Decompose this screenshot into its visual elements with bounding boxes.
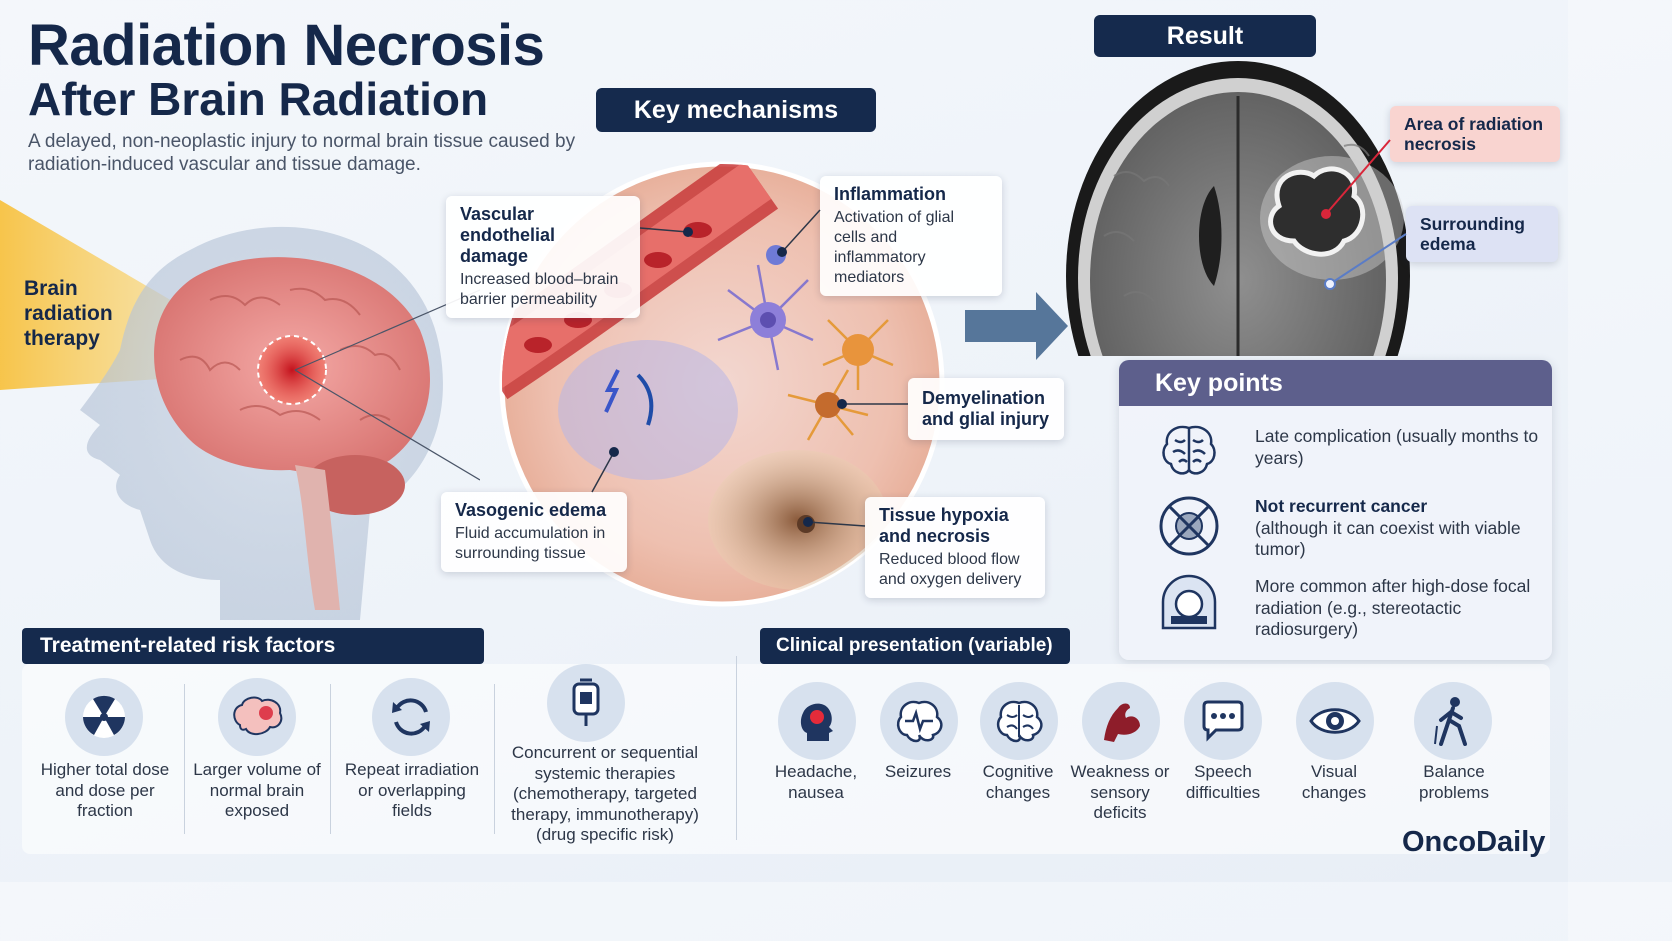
therapy-label: Brain radiation therapy xyxy=(24,277,113,350)
clinical-label-speech: Speech difficulties xyxy=(1185,762,1261,802)
key-mechanisms-header: Key mechanisms xyxy=(596,88,876,132)
risk-label-systemic: Concurrent or sequential systemic therap… xyxy=(511,743,699,844)
risk-factors-header: Treatment-related risk factors xyxy=(22,628,484,664)
inflammation-title: Inflammation xyxy=(834,184,947,204)
head-brain-illustration xyxy=(80,226,480,620)
key-point-not-recurrent-bold: Not recurrent cancer xyxy=(1255,496,1428,516)
brain-icon xyxy=(1162,425,1216,475)
demyelination-callout: Demyelination and glial injury xyxy=(908,378,1064,440)
key-points-header: Key points xyxy=(1119,360,1552,406)
clinical-label-balance: Balance problems xyxy=(1419,762,1489,802)
clinical-label-weakness: Weakness or sensory deficits xyxy=(1070,762,1170,822)
cognitive-brain-icon xyxy=(980,682,1058,760)
vascular-damage-text: Increased blood–brain barrier permeabili… xyxy=(460,271,619,308)
vasogenic-edema-callout: Vasogenic edema Fluid accumulation in su… xyxy=(441,492,627,572)
inflammation-text: Activation of glial cells and inflammato… xyxy=(834,209,955,286)
divider xyxy=(736,656,737,840)
page-title: Radiation Necrosis xyxy=(28,13,545,78)
clinical-label-cognitive: Cognitive changes xyxy=(982,762,1054,802)
vascular-damage-callout: Vascular endothelial damage Increased bl… xyxy=(446,196,640,318)
vasogenic-edema-title: Vasogenic edema xyxy=(455,500,607,520)
risk-label-repeat: Repeat irradiation or overlapping fields xyxy=(344,760,480,820)
clinical-label-visual: Visual changes xyxy=(1301,762,1367,802)
clinical-presentation-header: Clinical presentation (variable) xyxy=(760,628,1070,664)
no-cancer-icon xyxy=(1159,496,1219,556)
weakness-arm-icon xyxy=(1082,682,1160,760)
risk-label-dose: Higher total dose and dose per fraction xyxy=(40,760,170,820)
iv-bag-icon xyxy=(547,664,625,742)
page-description: A delayed, non-neoplastic injury to norm… xyxy=(28,131,576,175)
mri-scan-image xyxy=(1066,61,1410,356)
surrounding-edema-label: Surrounding edema xyxy=(1406,206,1558,262)
clinical-label-headache: Headache, nausea xyxy=(774,762,858,802)
necrosis-area-label: Area of radiation necrosis xyxy=(1390,106,1560,162)
divider xyxy=(330,684,331,834)
clinical-label-seizures: Seizures xyxy=(884,762,952,781)
key-point-not-recurrent-text: (although it can coexist with viable tum… xyxy=(1255,517,1521,560)
eye-icon xyxy=(1296,682,1374,760)
repeat-icon xyxy=(372,678,450,756)
key-point-high-dose: More common after high-dose focal radiat… xyxy=(1255,576,1531,639)
key-points-panel: Key points Late complication (usually mo… xyxy=(1119,360,1552,660)
vascular-damage-title: Vascular endothelial damage xyxy=(460,204,556,266)
brain-exposed-icon xyxy=(218,678,296,756)
seizure-brain-icon xyxy=(880,682,958,760)
tissue-hypoxia-callout: Tissue hypoxia and necrosis Reduced bloo… xyxy=(865,497,1045,598)
divider xyxy=(184,684,185,834)
radiation-icon xyxy=(65,678,143,756)
headache-icon xyxy=(778,682,856,760)
key-point-late-complication: Late complication (usually months to yea… xyxy=(1255,426,1539,468)
vasogenic-edema-text: Fluid accumulation in surrounding tissue xyxy=(455,525,606,562)
mri-scanner-icon xyxy=(1161,574,1217,630)
demyelination-title: Demyelination and glial injury xyxy=(922,388,1050,429)
risk-label-volume: Larger volume of normal brain exposed xyxy=(193,760,321,820)
speech-bubble-icon xyxy=(1184,682,1262,760)
result-connectors xyxy=(1321,139,1407,290)
brand-logo: OncoDaily xyxy=(1402,826,1546,858)
key-point-not-recurrent: Not recurrent cancer (although it can co… xyxy=(1255,496,1545,561)
page-subtitle-title: After Brain Radiation xyxy=(28,73,489,125)
inflammation-callout: Inflammation Activation of glial cells a… xyxy=(820,176,1002,296)
tissue-hypoxia-title: Tissue hypoxia and necrosis xyxy=(879,505,1009,546)
balance-person-icon xyxy=(1414,682,1492,760)
divider xyxy=(494,684,495,834)
tissue-hypoxia-text: Reduced blood flow and oxygen delivery xyxy=(879,551,1022,588)
result-header: Result xyxy=(1094,15,1316,57)
